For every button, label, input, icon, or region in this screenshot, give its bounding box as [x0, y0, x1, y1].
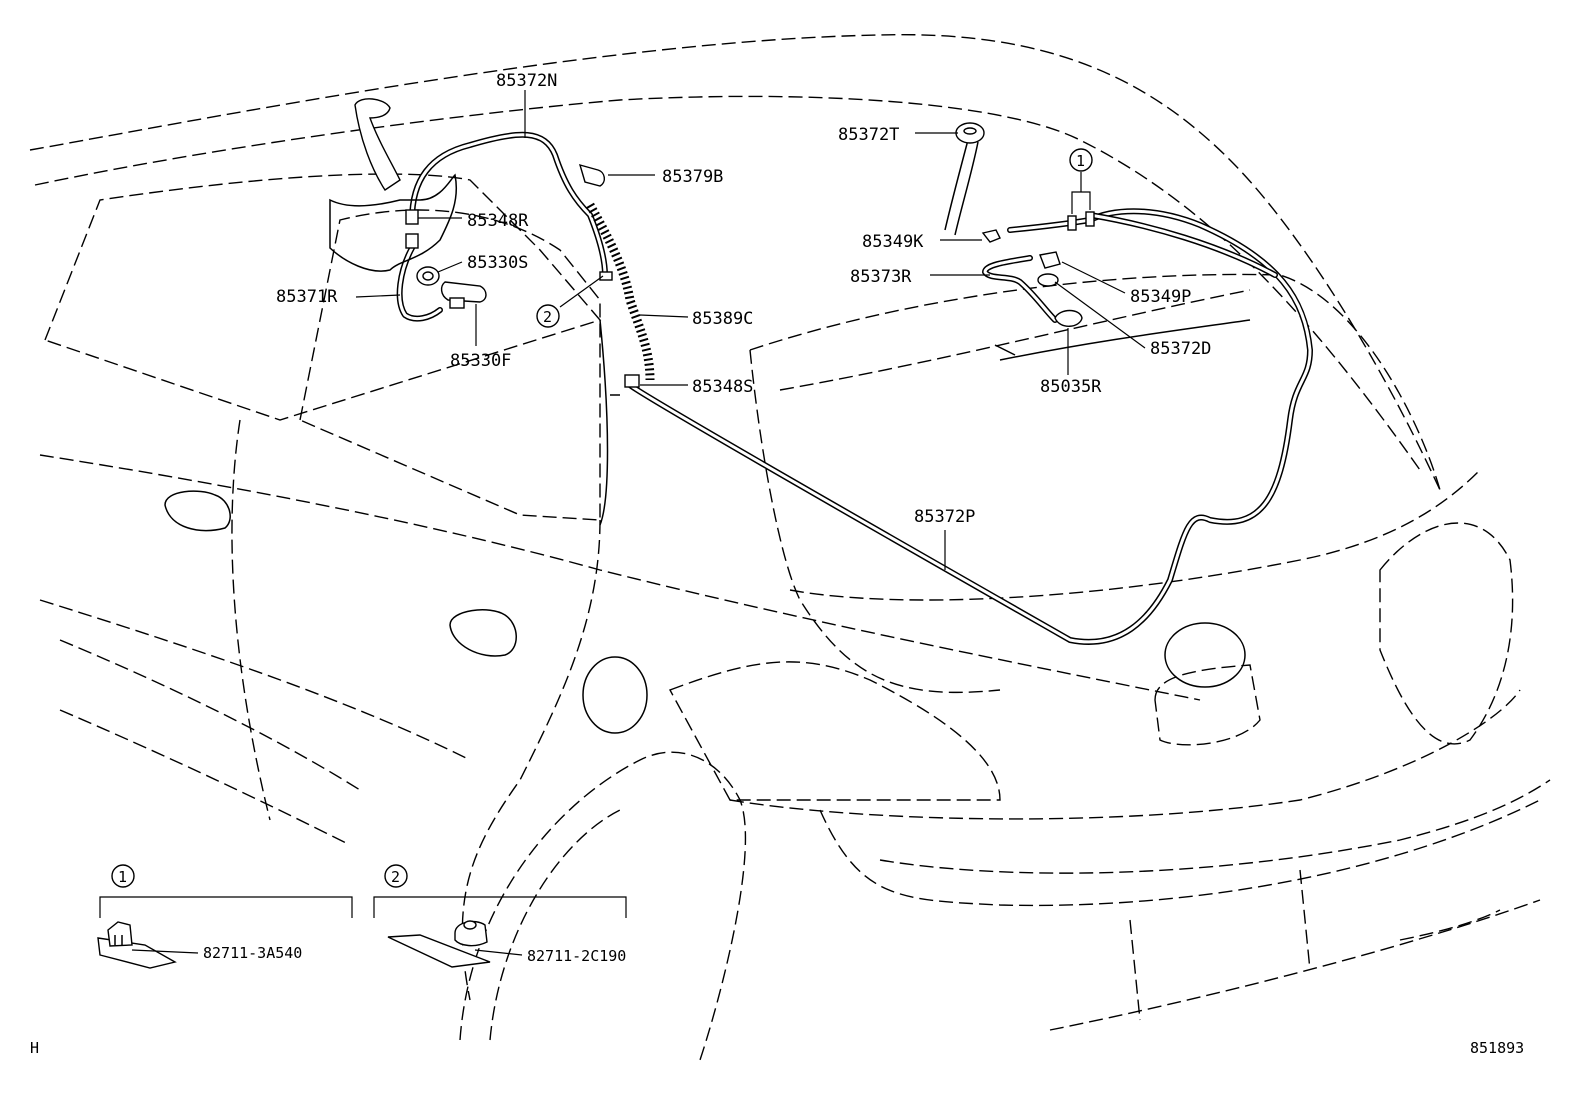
svg-text:2: 2 — [543, 308, 552, 326]
washer-hoses — [396, 131, 1313, 645]
callout-85330s: 85330S — [467, 253, 528, 273]
clip-1b — [1085, 211, 1095, 227]
callout-85349k: 85349K — [862, 232, 924, 252]
car-body-outline — [29, 33, 1551, 1061]
inset-one: 1 82711-3A540 — [97, 864, 353, 969]
footer-left-code: H — [30, 1039, 39, 1057]
callout-85372n: 85372N — [496, 71, 557, 91]
washer-pump-85330f — [440, 281, 487, 303]
connector-85348s — [624, 374, 640, 388]
inset-two-part-number: 82711-2C190 — [527, 947, 626, 965]
callout-85348s: 85348S — [692, 377, 753, 397]
nozzle-85035r — [1054, 309, 1083, 327]
reservoir-body — [329, 173, 458, 272]
grommet-85372d — [1037, 273, 1059, 287]
plug-85379b — [578, 163, 605, 187]
connector-85348r-lower — [405, 233, 419, 249]
clip-82711-3a540-body — [107, 921, 133, 947]
diagram-id: 851893 — [1470, 1039, 1524, 1057]
connector-85349k — [981, 229, 1001, 243]
callout-85372p: 85372P — [914, 507, 975, 527]
inset-two: 2 82711-2C190 — [373, 864, 627, 968]
svg-text:1: 1 — [1076, 152, 1085, 170]
callout-85389c: 85389C — [692, 309, 753, 329]
reservoir-neck — [354, 98, 401, 191]
connector-85349p — [1039, 251, 1061, 269]
clip-2 — [599, 271, 613, 281]
clip-82711-2c190-strap — [387, 934, 491, 968]
callout-85371r: 85371R — [276, 287, 338, 307]
callout-85379b: 85379B — [662, 167, 723, 187]
callout-85348r: 85348R — [467, 211, 529, 231]
inset-one-part-number: 82711-3A540 — [203, 944, 302, 962]
callout-labels: 85372N 85379B 85348R 85330S 85371R 85330… — [276, 71, 1211, 527]
callout-85349p: 85349P — [1130, 287, 1191, 307]
parts — [329, 98, 1095, 388]
clip-82711-2c190-body — [454, 920, 488, 947]
marker-one-main: 1 — [1069, 148, 1093, 172]
marker-two-main: 2 — [536, 304, 560, 328]
clip-1a — [1067, 215, 1077, 231]
callout-85330f: 85330F — [450, 351, 511, 371]
inset-two-marker: 2 — [391, 868, 400, 886]
callout-85372t: 85372T — [838, 125, 899, 145]
callout-85372d: 85372D — [1150, 339, 1211, 359]
inset-one-marker: 1 — [118, 868, 127, 886]
callout-85035r: 85035R — [1040, 377, 1102, 397]
callout-85373r: 85373R — [850, 267, 912, 287]
body-solid-lines — [164, 319, 1251, 734]
connector-85348r-upper — [405, 209, 419, 225]
leader-lines — [355, 90, 1146, 570]
